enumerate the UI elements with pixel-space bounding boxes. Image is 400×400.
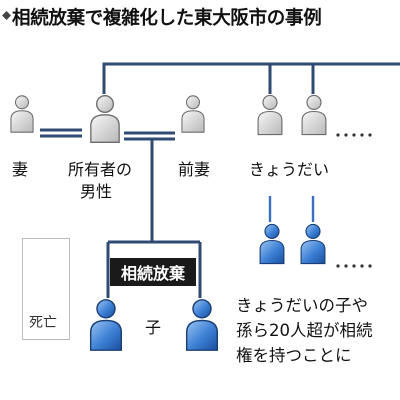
diagram-title: 相続放棄で複雑化した東大阪市の事例 xyxy=(12,8,322,29)
child-line xyxy=(106,139,202,298)
sibling-child-lines xyxy=(268,196,315,222)
diamond-marker-icon xyxy=(2,11,11,20)
deceased-legend-box xyxy=(22,238,70,340)
note-line-1: きょうだいの子や xyxy=(236,296,368,315)
ellipsis-icon-grandchildren xyxy=(336,264,372,268)
grandchildren-note: きょうだいの子や 孫ら20人超が相続 権を持つことに xyxy=(236,293,373,368)
parent-line xyxy=(102,62,400,94)
renunciation-badge: 相続放棄 xyxy=(110,258,196,286)
person-icon-child-2 xyxy=(185,299,219,351)
person-icon-sibling-1 xyxy=(257,94,283,136)
person-icon-child-1 xyxy=(89,299,123,351)
wife-label: 妻 xyxy=(12,160,29,179)
child-label: 子 xyxy=(145,318,162,337)
deceased-label: 死亡 xyxy=(29,315,57,331)
owner-label-line1: 所有者の xyxy=(68,160,133,179)
person-icon-sibling-2 xyxy=(301,94,327,136)
owner-label-line2: 男性 xyxy=(80,182,113,201)
exwife-label: 前妻 xyxy=(178,160,211,179)
relationship-lines xyxy=(40,62,400,298)
note-line-3: 権を持つことに xyxy=(236,346,352,365)
marriage-line-exwife xyxy=(124,131,175,141)
person-icon-grandchild-1 xyxy=(259,223,285,265)
person-icon-wife xyxy=(10,95,34,133)
note-line-2: 孫ら20人超が相続 xyxy=(236,321,373,340)
ellipsis-icon-siblings xyxy=(336,133,372,137)
siblings-label: きょうだい xyxy=(249,160,330,179)
person-icon-exwife xyxy=(181,95,205,133)
person-icon-grandchild-2 xyxy=(300,223,326,265)
marriage-line-wife xyxy=(40,128,82,138)
person-icon-owner xyxy=(90,94,120,144)
